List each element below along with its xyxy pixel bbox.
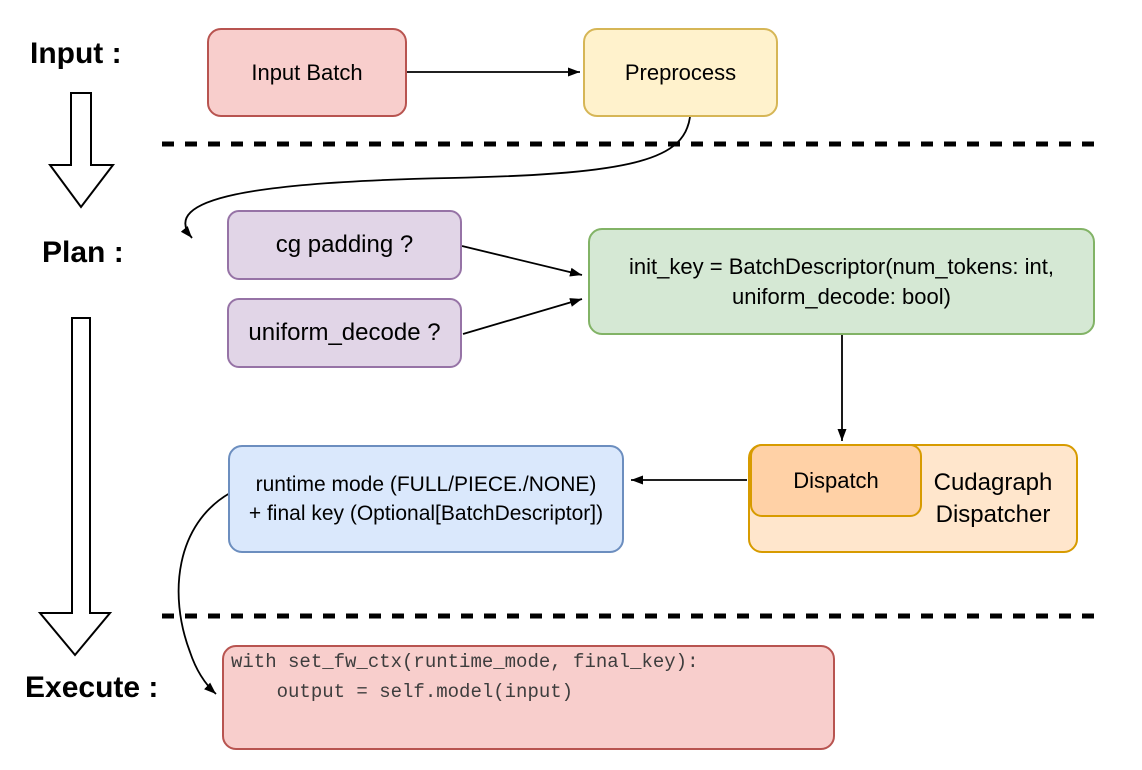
node-uniform-decode-label: uniform_decode ? xyxy=(248,319,441,346)
node-execute-code-line1: with set_fw_ctx(runtime_mode, final_key)… xyxy=(231,651,699,673)
node-input-batch: Input Batch xyxy=(207,28,407,117)
node-init-key-line1: init_key = BatchDescriptor(num_tokens: i… xyxy=(629,253,1054,279)
node-runtime-mode-line1: runtime mode (FULL/PIECE./NONE) xyxy=(255,473,597,496)
arrow-uniformdecode-to-initkey xyxy=(462,298,583,335)
arrow-preprocess-to-cgpadding xyxy=(180,116,691,239)
section-label-input: Input : xyxy=(30,37,122,70)
node-init-key: init_key = BatchDescriptor(num_tokens: i… xyxy=(588,228,1095,335)
node-execute-code-line2: output = self.model(input) xyxy=(231,681,574,703)
node-init-key-line2: uniform_decode: bool) xyxy=(732,283,951,309)
node-dispatch-label: Dispatch xyxy=(793,467,879,493)
node-runtime-mode-line2: + final key (Optional[BatchDescriptor]) xyxy=(248,502,604,525)
node-preprocess: Preprocess xyxy=(583,28,778,117)
node-cudagraph-dispatcher-line1: Cudagraph xyxy=(933,468,1053,496)
node-cg-padding: cg padding ? xyxy=(227,210,462,280)
node-cudagraph-dispatcher-line2: Dispatcher xyxy=(935,500,1051,528)
node-preprocess-label: Preprocess xyxy=(624,59,737,85)
node-execute-code: with set_fw_ctx(runtime_mode, final_key)… xyxy=(222,645,835,750)
node-runtime-mode: runtime mode (FULL/PIECE./NONE) + final … xyxy=(228,445,624,553)
node-cudagraph-dispatcher-label: Cudagraph Dispatcher xyxy=(910,467,1076,531)
arrow-cgpadding-to-initkey xyxy=(461,245,583,277)
node-cg-padding-label: cg padding ? xyxy=(275,231,414,258)
node-uniform-decode: uniform_decode ? xyxy=(227,298,462,368)
node-input-batch-label: Input Batch xyxy=(251,59,363,85)
section-label-plan: Plan : xyxy=(42,236,124,269)
arrow-runtimemode-to-executecode xyxy=(177,492,231,695)
input-to-plan-block-arrow-icon xyxy=(48,92,116,209)
plan-to-execute-block-arrow-icon xyxy=(37,317,113,657)
node-dispatch: Dispatch xyxy=(750,444,922,517)
section-label-execute: Execute : xyxy=(25,671,159,704)
